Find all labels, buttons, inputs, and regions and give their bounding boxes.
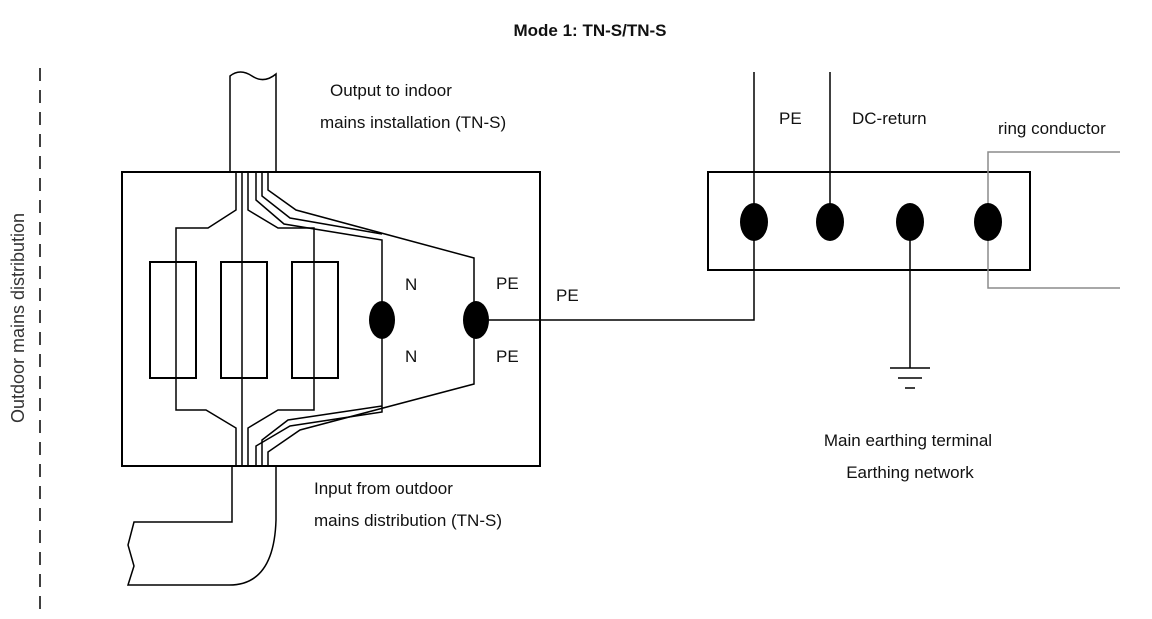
- bar-terminal-earth: [896, 203, 924, 241]
- ground-symbol: [890, 367, 930, 389]
- n-label-lower: N: [405, 347, 417, 366]
- dc-return-label: DC-return: [852, 109, 927, 128]
- bar-terminal-dc-return: [816, 203, 844, 241]
- pe-conductor-upper: [267, 172, 475, 320]
- n-label-upper: N: [405, 275, 417, 294]
- neutral-conductor-upper: [255, 172, 383, 320]
- distribution-box: [121, 171, 541, 467]
- pe-conductor-lower: [267, 320, 475, 466]
- pe-top-label: PE: [779, 109, 802, 128]
- ring-conductor-label: ring conductor: [998, 119, 1106, 138]
- input-label-line2: mains distribution (TN-S): [314, 511, 502, 530]
- pe-label-box-lower: PE: [496, 347, 519, 366]
- box-conductors: [235, 172, 249, 466]
- earthing-terminal-bar: [707, 171, 1031, 271]
- neutral-conductor-upper-b: [261, 172, 383, 235]
- outdoor-mains-label: Outdoor mains distribution: [8, 213, 28, 423]
- pe-terminal: [463, 301, 489, 339]
- phase-busbar-right: [247, 195, 315, 435]
- bar-terminal-pe: [740, 203, 768, 241]
- pe-label-box-upper: PE: [496, 274, 519, 293]
- output-label-line2: mains installation (TN-S): [320, 113, 506, 132]
- bar-terminal-ring: [974, 203, 1002, 241]
- earthing-label-line1: Main earthing terminal: [824, 431, 992, 450]
- output-label: Output to indoor: [330, 81, 452, 100]
- diagram-title: Mode 1: TN-S/TN-S: [514, 21, 667, 40]
- input-label: Input from outdoor: [314, 479, 453, 498]
- output-cable: [229, 71, 277, 172]
- phase-busbar-left: [175, 195, 237, 435]
- pe-label-line: PE: [556, 286, 579, 305]
- fuse-1: [149, 261, 197, 379]
- fuse-3: [291, 261, 339, 379]
- input-cable: [126, 466, 277, 586]
- fuse-2: [220, 261, 268, 379]
- neutral-conductor-lower: [255, 320, 383, 466]
- earthing-label-line2: Earthing network: [846, 463, 974, 482]
- pe-connection-line: [489, 225, 755, 321]
- neutral-conductor-lower-b: [261, 405, 383, 466]
- neutral-terminal: [369, 301, 395, 339]
